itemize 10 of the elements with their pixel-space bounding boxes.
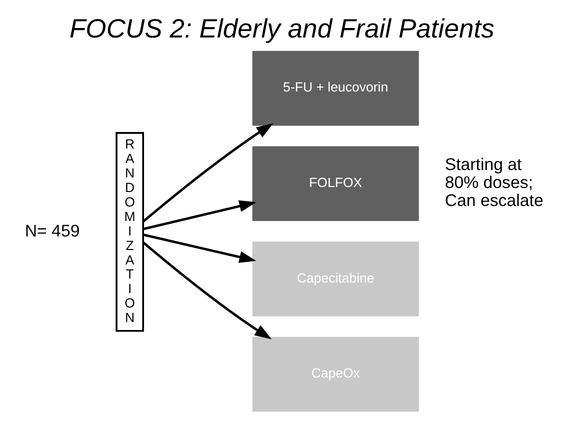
node-box: RANDOMIZATION [116, 132, 144, 332]
diagram-title: FOCUS 2: Elderly and Frail Patients [69, 14, 494, 44]
arrow [142, 242, 272, 340]
arrow [142, 123, 274, 222]
node-label: N= 459 [24, 221, 80, 240]
node-label: Starting at 80% doses; Can escalate [444, 155, 544, 210]
arrow [142, 234, 256, 263]
node-box: 5-FU + leucovorin [252, 50, 419, 126]
arrow [142, 200, 256, 230]
node-box: FOLFOX [252, 146, 419, 222]
